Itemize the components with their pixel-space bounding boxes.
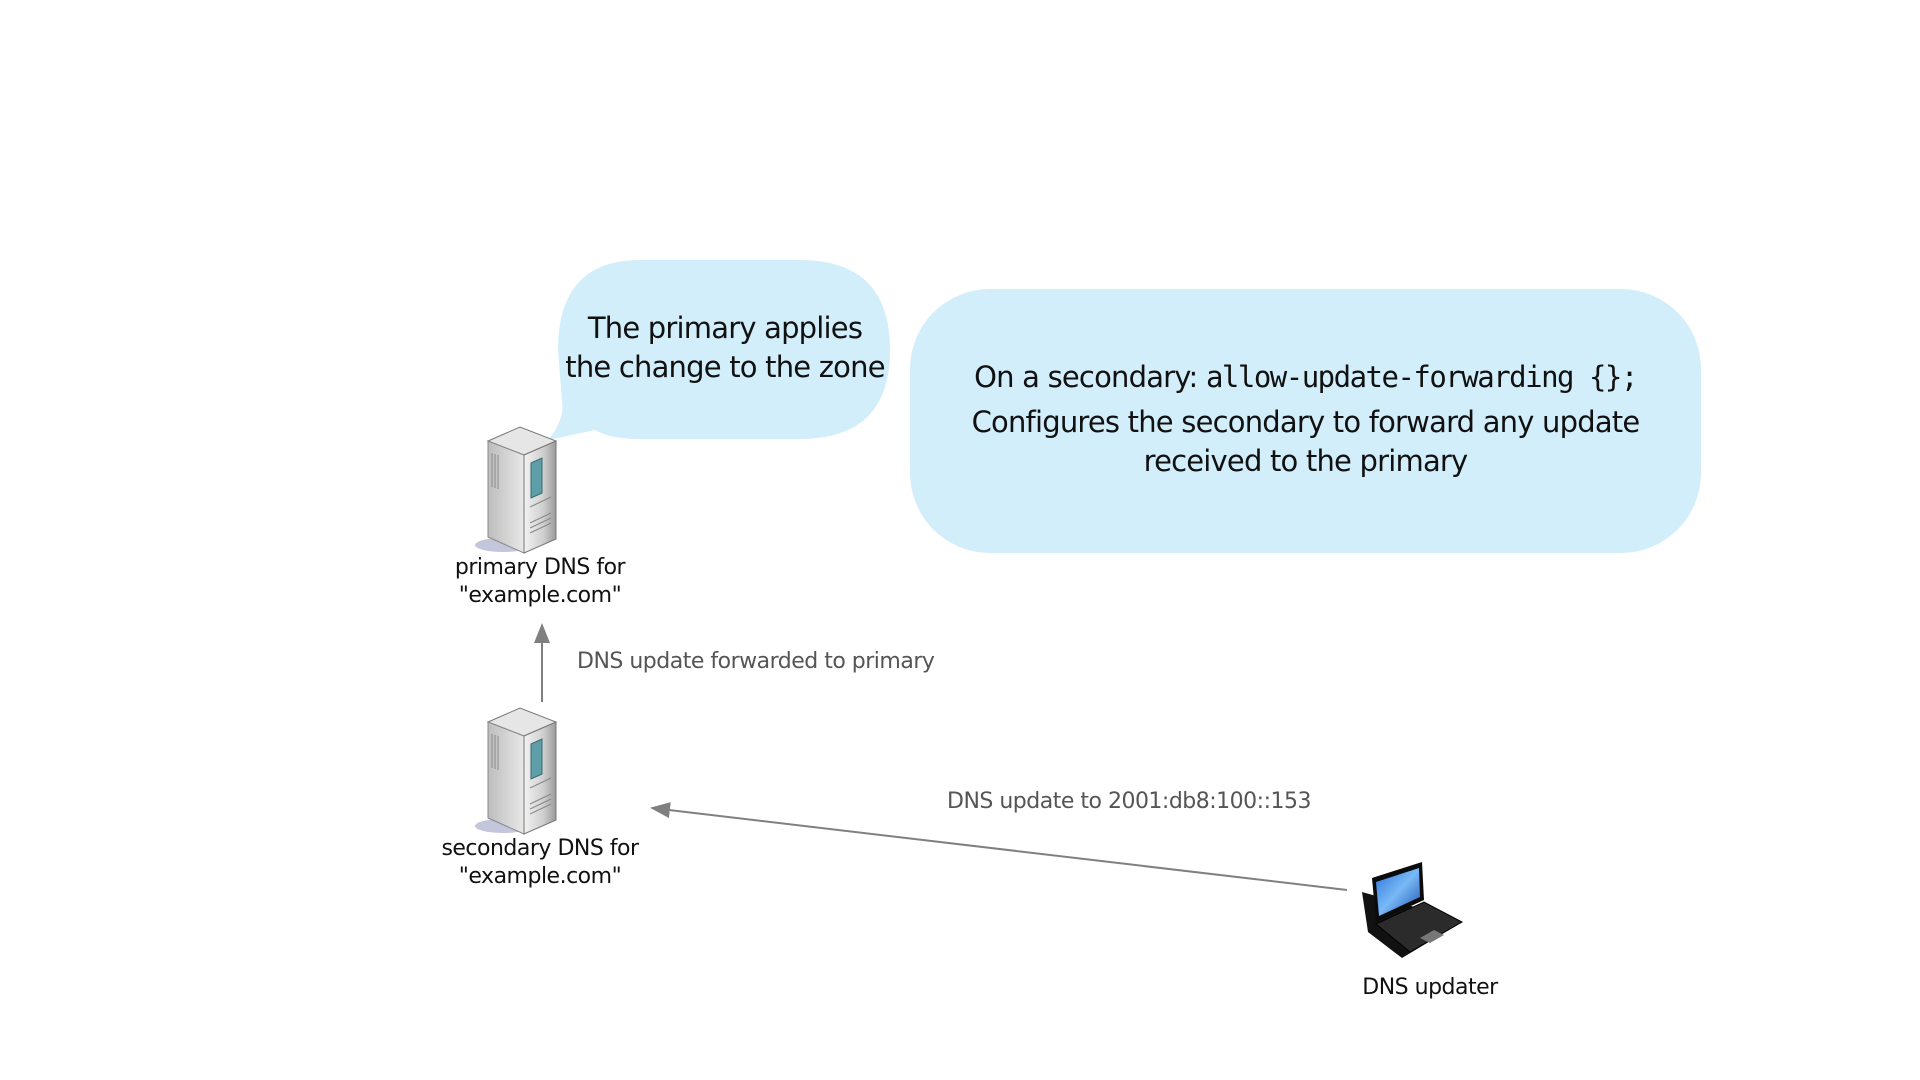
secondary-server-icon — [475, 707, 558, 835]
primary-note-bubble — [548, 260, 890, 440]
update-arrow — [650, 802, 1348, 891]
config-note-code: allow-update-forwarding {}; — [1205, 360, 1638, 394]
secondary-dns-label-line-2: "example.com" — [458, 864, 622, 889]
primary-dns-label-line-1: primary DNS for — [454, 555, 626, 580]
config-note-line-2: Configures the secondary to forward any … — [971, 405, 1641, 439]
primary-server-icon — [475, 426, 558, 554]
primary-dns-label-line-2: "example.com" — [458, 583, 622, 608]
primary-note-text: The primary applies the change to the zo… — [560, 309, 890, 387]
config-note-bubble — [910, 289, 1701, 553]
update-edge-label: DNS update to 2001:db8:100::153 — [947, 789, 1312, 814]
primary-note-line-1: The primary applies — [587, 311, 863, 345]
laptop-icon — [1362, 862, 1464, 958]
config-note-text: On a secondary: allow-update-forwarding … — [910, 358, 1701, 481]
dns-updater-label: DNS updater — [1330, 974, 1530, 1002]
primary-note-line-2: the change to the zone — [565, 350, 885, 384]
config-note-prefix: On a secondary: — [974, 360, 1206, 394]
config-note-line-1: On a secondary: allow-update-forwarding … — [910, 358, 1701, 397]
primary-dns-label: primary DNS for "example.com" — [430, 554, 650, 610]
secondary-dns-label: secondary DNS for "example.com" — [420, 835, 660, 891]
secondary-dns-label-line-1: secondary DNS for — [441, 836, 639, 861]
forward-edge-label: DNS update forwarded to primary — [577, 649, 935, 674]
dns-updater-label-text: DNS updater — [1362, 975, 1498, 1000]
config-note-line-3: received to the primary — [1143, 444, 1469, 478]
